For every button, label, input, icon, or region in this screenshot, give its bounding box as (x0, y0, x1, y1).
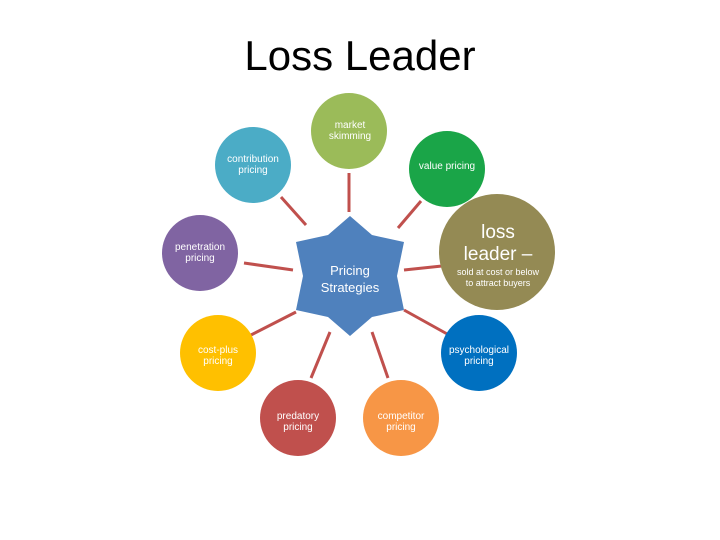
node-predatory-pricing-line2: pricing (283, 422, 313, 433)
node-predatory-pricing-line1: predatory (276, 411, 320, 422)
node-market-skimming-line2: skimming (328, 131, 372, 142)
connector-cost-plus-pricing (248, 310, 297, 338)
connector-penetration-pricing (243, 261, 294, 272)
node-market-skimming-circle (311, 93, 387, 169)
node-market-skimming-line1: market (334, 120, 366, 131)
center-label: Pricing Strategies (300, 262, 400, 296)
node-cost-plus-pricing-circle (180, 315, 256, 391)
node-contribution-pricing-line1: contribution (227, 154, 279, 165)
node-psychological-pricing-circle (441, 315, 517, 391)
connector-loss-leader (403, 264, 443, 272)
node-contribution-pricing-line2: pricing (238, 165, 268, 176)
connector-competitor-pricing (370, 331, 390, 379)
node-competitor-pricing-line1: competitor (377, 411, 425, 422)
node-value-pricing-label: value pricing (397, 161, 497, 172)
connector-psychological-pricing (403, 308, 450, 337)
node-competitor-pricing-line2: pricing (386, 422, 416, 433)
node-loss-leader-line1: loss (481, 222, 515, 243)
node-contribution-pricing-label: contribution pricing (203, 154, 303, 176)
node-cost-plus-pricing-line1: cost-plus (197, 345, 238, 356)
node-competitor-pricing-circle (363, 380, 439, 456)
node-contribution-pricing-circle (215, 127, 291, 203)
connector-value-pricing (396, 200, 423, 229)
node-market-skimming-label: market skimming (300, 120, 400, 142)
center-label-line2: Strategies (320, 280, 380, 295)
node-value-pricing-line1: value pricing (418, 161, 476, 172)
connector-predatory-pricing (309, 331, 332, 379)
node-penetration-pricing-circle (162, 215, 238, 291)
node-predatory-pricing-circle (260, 380, 336, 456)
node-psychological-pricing-line2: pricing (464, 356, 494, 367)
node-competitor-pricing-label: competitor pricing (351, 411, 451, 433)
node-psychological-pricing-label: psychological pricing (429, 345, 529, 367)
center-label-line1: Pricing (330, 263, 370, 278)
node-predatory-pricing-label: predatory pricing (248, 411, 348, 433)
node-cost-plus-pricing-label: cost-plus pricing (168, 345, 268, 367)
node-penetration-pricing-line2: pricing (185, 253, 215, 264)
node-loss-leader-sub2: to attract buyers (465, 278, 531, 288)
node-cost-plus-pricing-line2: pricing (203, 356, 233, 367)
node-loss-leader-circle (439, 194, 555, 310)
node-value-pricing-circle (409, 131, 485, 207)
page-title: Loss Leader (244, 32, 476, 79)
center-star-shape (296, 216, 404, 336)
node-loss-leader-line2: leader – (463, 244, 533, 265)
node-psychological-pricing-line1: psychological (448, 345, 510, 356)
node-loss-leader-sub1: sold at cost or below (456, 267, 540, 277)
node-penetration-pricing-label: penetration pricing (150, 242, 250, 264)
node-circles (162, 93, 555, 456)
node-penetration-pricing-line1: penetration (174, 242, 226, 253)
connector-contribution-pricing (279, 196, 308, 226)
connectors (243, 173, 450, 379)
